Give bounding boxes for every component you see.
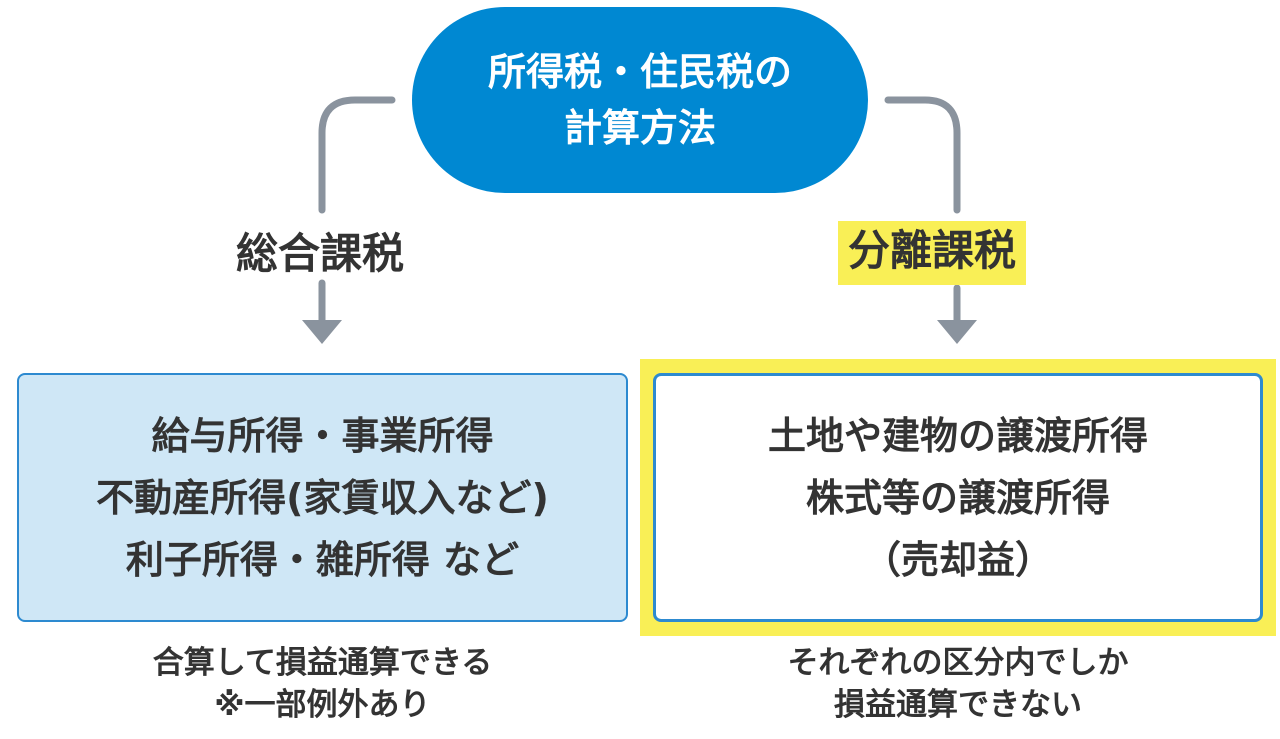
separate-income-box: 土地や建物の譲渡所得 株式等の譲渡所得 （売却益） <box>653 373 1263 622</box>
general-income-box: 給与所得・事業所得 不動産所得(家賃収入など) 利子所得・雑所得 など <box>17 373 628 622</box>
top-pill-line-1: 所得税・住民税の <box>487 50 792 94</box>
right-connector <box>884 96 961 214</box>
separate-income-line-3: （売却益） <box>862 537 1053 582</box>
separate-note-line-1: それぞれの区分内でしか <box>787 645 1129 681</box>
general-note: 合算して損益通算できる ※一部例外あり <box>17 642 628 726</box>
label-general-taxation: 総合課税 <box>235 229 404 278</box>
left-connector <box>318 96 396 214</box>
general-note-line-1: 合算して損益通算できる <box>152 645 493 681</box>
top-pill-line-2: 計算方法 <box>563 106 716 150</box>
general-income-line-2: 不動産所得(家賃収入など) <box>96 475 549 520</box>
general-income-line-1: 給与所得・事業所得 <box>151 413 494 458</box>
right-arrow-head <box>937 320 977 344</box>
separate-note-line-2: 損益通算できない <box>834 687 1082 723</box>
top-pill: 所得税・住民税の 計算方法 <box>412 7 868 193</box>
separate-note: それぞれの区分内でしか 損益通算できない <box>653 642 1263 726</box>
left-arrow-head <box>302 320 342 344</box>
general-note-line-2: ※一部例外あり <box>214 687 431 723</box>
general-income-line-3: 利子所得・雑所得 など <box>125 537 520 582</box>
separate-income-line-2: 株式等の譲渡所得 <box>805 475 1110 520</box>
label-separate-taxation: 分離課税 <box>838 221 1027 285</box>
separate-income-line-1: 土地や建物の譲渡所得 <box>767 413 1148 458</box>
